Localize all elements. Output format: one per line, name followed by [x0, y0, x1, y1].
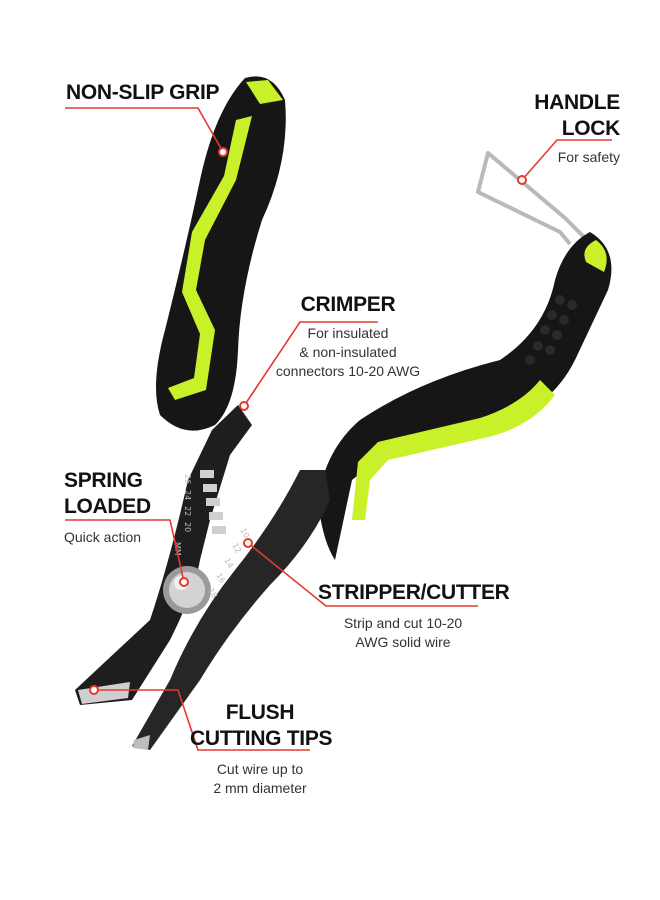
spring-loaded-title-1: SPRING: [64, 469, 143, 492]
leader-handle-lock: [521, 139, 612, 181]
leader-spring-loaded: [65, 519, 185, 583]
crimper-title: CRIMPER: [300, 293, 396, 316]
crimper-desc-3: connectors 10-20 AWG: [275, 363, 421, 379]
handle-lock-wire: [476, 151, 587, 246]
strip-gauge-label: 12: [230, 542, 243, 555]
leader-lines: [65, 107, 612, 751]
non-slip-grip-title: NON-SLIP GRIP: [66, 81, 220, 104]
leader-stripper-cutter: [247, 542, 478, 607]
callout-non-slip-grip: NON-SLIP GRIP: [66, 80, 220, 106]
stripper-cutter-title: STRIPPER/CUTTER: [318, 581, 510, 604]
callout-spring-loaded: SPRING LOADED Quick action: [64, 468, 151, 547]
flush-tips-title-2: CUTTING TIPS: [190, 727, 333, 750]
leader-endpoints: [89, 147, 527, 695]
leader-crimper: [243, 321, 378, 407]
callout-crimper: CRIMPER For insulated & non-insulated co…: [268, 292, 428, 381]
flush-tips-title-1: FLUSH: [225, 701, 295, 724]
crimper-teeth: [200, 470, 226, 534]
callout-handle-lock: HANDLE LOCK For safety: [520, 90, 620, 167]
handle-lock-desc: For safety: [557, 149, 620, 165]
strip-gauge-label: 18: [206, 587, 219, 600]
spring-loaded-desc: Quick action: [64, 529, 142, 545]
crimp-gauge-label: 20: [183, 522, 192, 532]
strip-gauge-label: 14: [222, 557, 235, 570]
grip-texture: [525, 295, 577, 365]
crimper-desc-1: For insulated: [307, 325, 389, 341]
crimp-gauge-label: 22: [183, 506, 192, 516]
crimp-gauge-label: 26: [183, 474, 192, 484]
right-handle: [318, 232, 612, 560]
plier-head: [75, 405, 330, 750]
callout-stripper-cutter: STRIPPER/CUTTER Strip and cut 10-20 AWG …: [318, 580, 510, 652]
leader-non-slip-grip: [65, 107, 224, 153]
spring-loaded-title-2: LOADED: [64, 495, 151, 518]
stripper-cutter-desc-1: Strip and cut 10-20: [343, 615, 463, 631]
strip-gauge-label: 16: [214, 572, 227, 585]
flush-tip-highlight: [78, 682, 130, 704]
stripper-cutter-desc-2: AWG solid wire: [355, 634, 451, 650]
callout-flush-cutting-tips: FLUSH CUTTING TIPS Cut wire up to 2 mm d…: [190, 700, 333, 798]
flush-tips-desc-1: Cut wire up to: [216, 761, 304, 777]
gauge-unit-label: MM: [173, 542, 182, 556]
crimper-desc-2: & non-insulated: [299, 344, 397, 360]
tool-gauge-markings: 26 24 22 20 MM 10 12 14 16 18: [173, 474, 251, 600]
strip-gauge-label: 10: [238, 527, 251, 540]
handle-lock-title-1: HANDLE: [534, 91, 620, 114]
crimp-gauge-label: 24: [183, 490, 192, 500]
left-handle: [156, 76, 286, 431]
flush-tips-desc-2: 2 mm diameter: [213, 780, 307, 796]
handle-lock-title-2: LOCK: [561, 117, 621, 140]
leader-flush-tips: [94, 689, 310, 751]
